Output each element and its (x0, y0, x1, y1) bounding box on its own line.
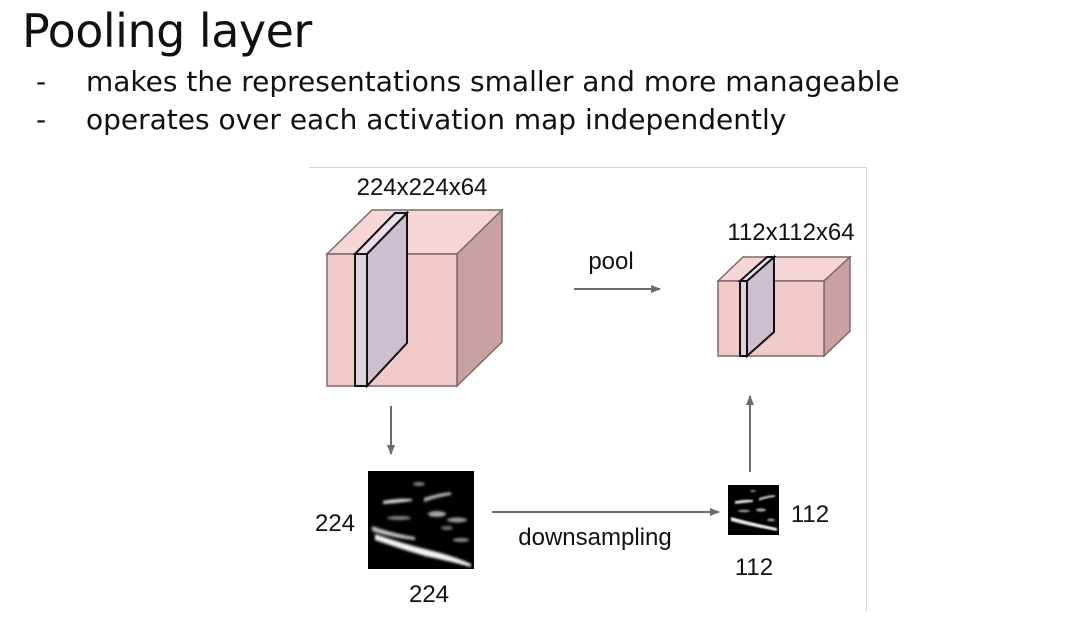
pool-label: pool (588, 248, 633, 275)
output-volume-label: 112x112x64 (727, 219, 854, 246)
bullet-marker: - (36, 65, 47, 98)
input-map-width-label: 224 (409, 581, 449, 608)
bullet-marker: - (36, 103, 47, 136)
output-map-height-label: 112 (791, 501, 829, 528)
input-map-height-label: 224 (315, 510, 355, 537)
output-activation-map (728, 485, 779, 535)
input-volume (325, 208, 504, 389)
output-slice-front (739, 280, 748, 357)
downsampling-label: downsampling (518, 524, 671, 551)
output-volume (716, 254, 852, 359)
slide-title: Pooling layer (22, 4, 312, 58)
input-slice-front (354, 253, 368, 387)
diagram-canvas: 224x224x64 112x112x64 pool (315, 174, 855, 608)
output-map-width-label: 112 (735, 554, 773, 581)
input-volume-label: 224x224x64 (357, 174, 488, 201)
input-activation-map (368, 471, 474, 569)
pooling-diagram: 224x224x64 112x112x64 pool (309, 167, 867, 611)
bullet-text: operates over each activation map indepe… (86, 103, 787, 136)
bullet-text: makes the representations smaller and mo… (86, 65, 900, 98)
